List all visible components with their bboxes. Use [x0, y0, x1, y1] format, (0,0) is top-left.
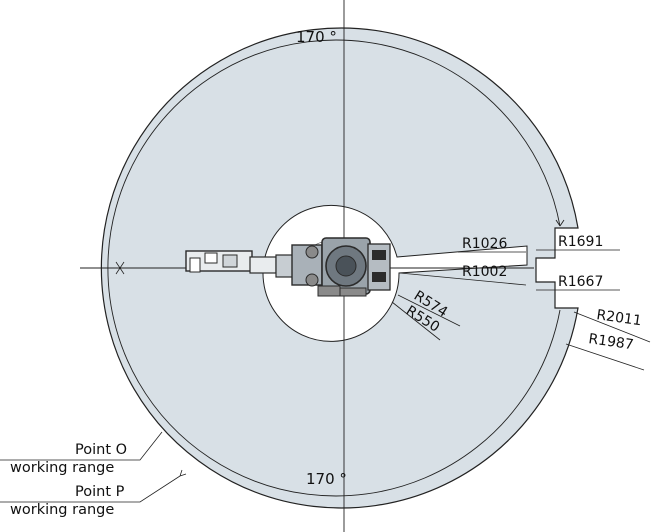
point-p-sublabel: working range — [10, 502, 114, 518]
dimension-r1002: R1002 — [462, 264, 507, 280]
leader-r1002 — [399, 272, 527, 286]
inner-boundary-arrow-top — [555, 219, 565, 227]
dimension-r2011: R2011 — [595, 307, 642, 329]
point-o-sublabel: working range — [10, 460, 114, 476]
point-p-arrow-icon — [179, 469, 187, 477]
leader-point-o — [0, 431, 163, 461]
leader-r550 — [391, 301, 441, 341]
dimension-r1691: R1691 — [558, 234, 603, 250]
leader-r574 — [397, 294, 461, 327]
point-o-label: Point O — [75, 442, 127, 458]
left-range-arrow-icon-2 — [119, 261, 125, 275]
robot-arm-top-view — [185, 237, 391, 297]
leader-r2011 — [573, 311, 651, 343]
point-p-label: Point P — [75, 484, 125, 500]
top-angle-label: 170 ° — [296, 28, 337, 46]
dimension-r1987: R1987 — [587, 331, 634, 353]
dimension-r1026: R1026 — [462, 236, 507, 252]
bottom-angle-label: 170 ° — [306, 470, 347, 488]
dimension-r1667: R1667 — [558, 274, 603, 290]
leader-r1987 — [565, 343, 645, 371]
leader-point-p — [0, 475, 181, 503]
